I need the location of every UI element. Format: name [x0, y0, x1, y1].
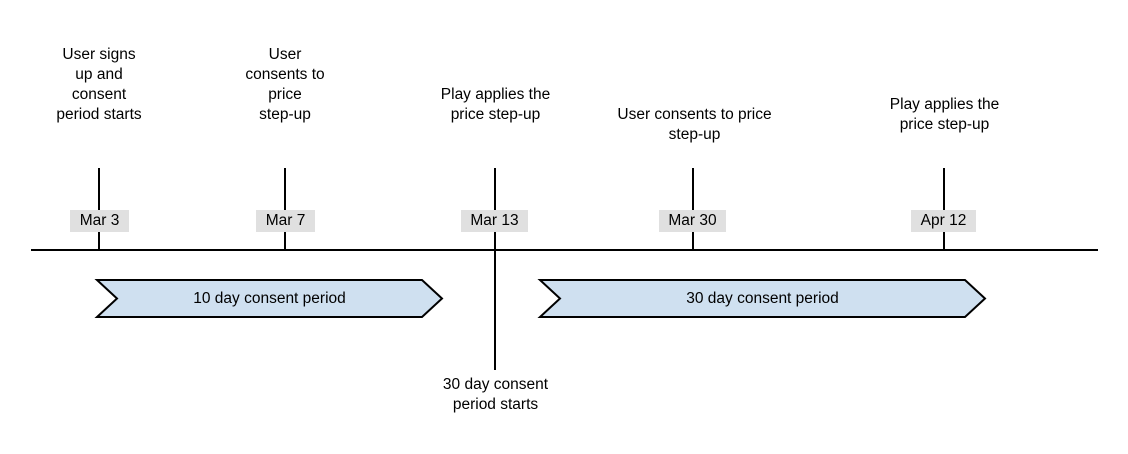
date-label-mar-30: Mar 30 — [659, 210, 726, 232]
annotation-30-day-consent-period-starts: 30 day consent period starts — [442, 376, 549, 413]
period-bar-shape-30-day — [537, 279, 987, 318]
period-bar-shape-10-day — [94, 279, 444, 318]
date-label-mar-3: Mar 3 — [70, 210, 129, 232]
timeline-axis — [31, 249, 1098, 251]
tick-line-mar-13 — [494, 168, 496, 370]
period-bar-10-day: 10 day consent period — [94, 279, 444, 318]
event-caption-apr-12: Play applies the price step-up — [889, 96, 1000, 133]
tick-line-apr-12 — [943, 168, 945, 250]
date-label-mar-7: Mar 7 — [256, 210, 315, 232]
event-caption-mar-13: Play applies the price step-up — [440, 86, 551, 123]
date-label-apr-12: Apr 12 — [911, 210, 976, 232]
event-caption-mar-30: User consents to price step-up — [617, 106, 772, 143]
event-caption-mar-3: User signs up and consent period starts — [56, 46, 142, 123]
period-bar-30-day: 30 day consent period — [537, 279, 987, 318]
tick-line-mar-3 — [98, 168, 100, 250]
date-label-mar-13: Mar 13 — [461, 210, 528, 232]
event-caption-mar-7: User consents to price step-up — [245, 46, 325, 123]
tick-line-mar-30 — [692, 168, 694, 250]
tick-line-mar-7 — [284, 168, 286, 250]
